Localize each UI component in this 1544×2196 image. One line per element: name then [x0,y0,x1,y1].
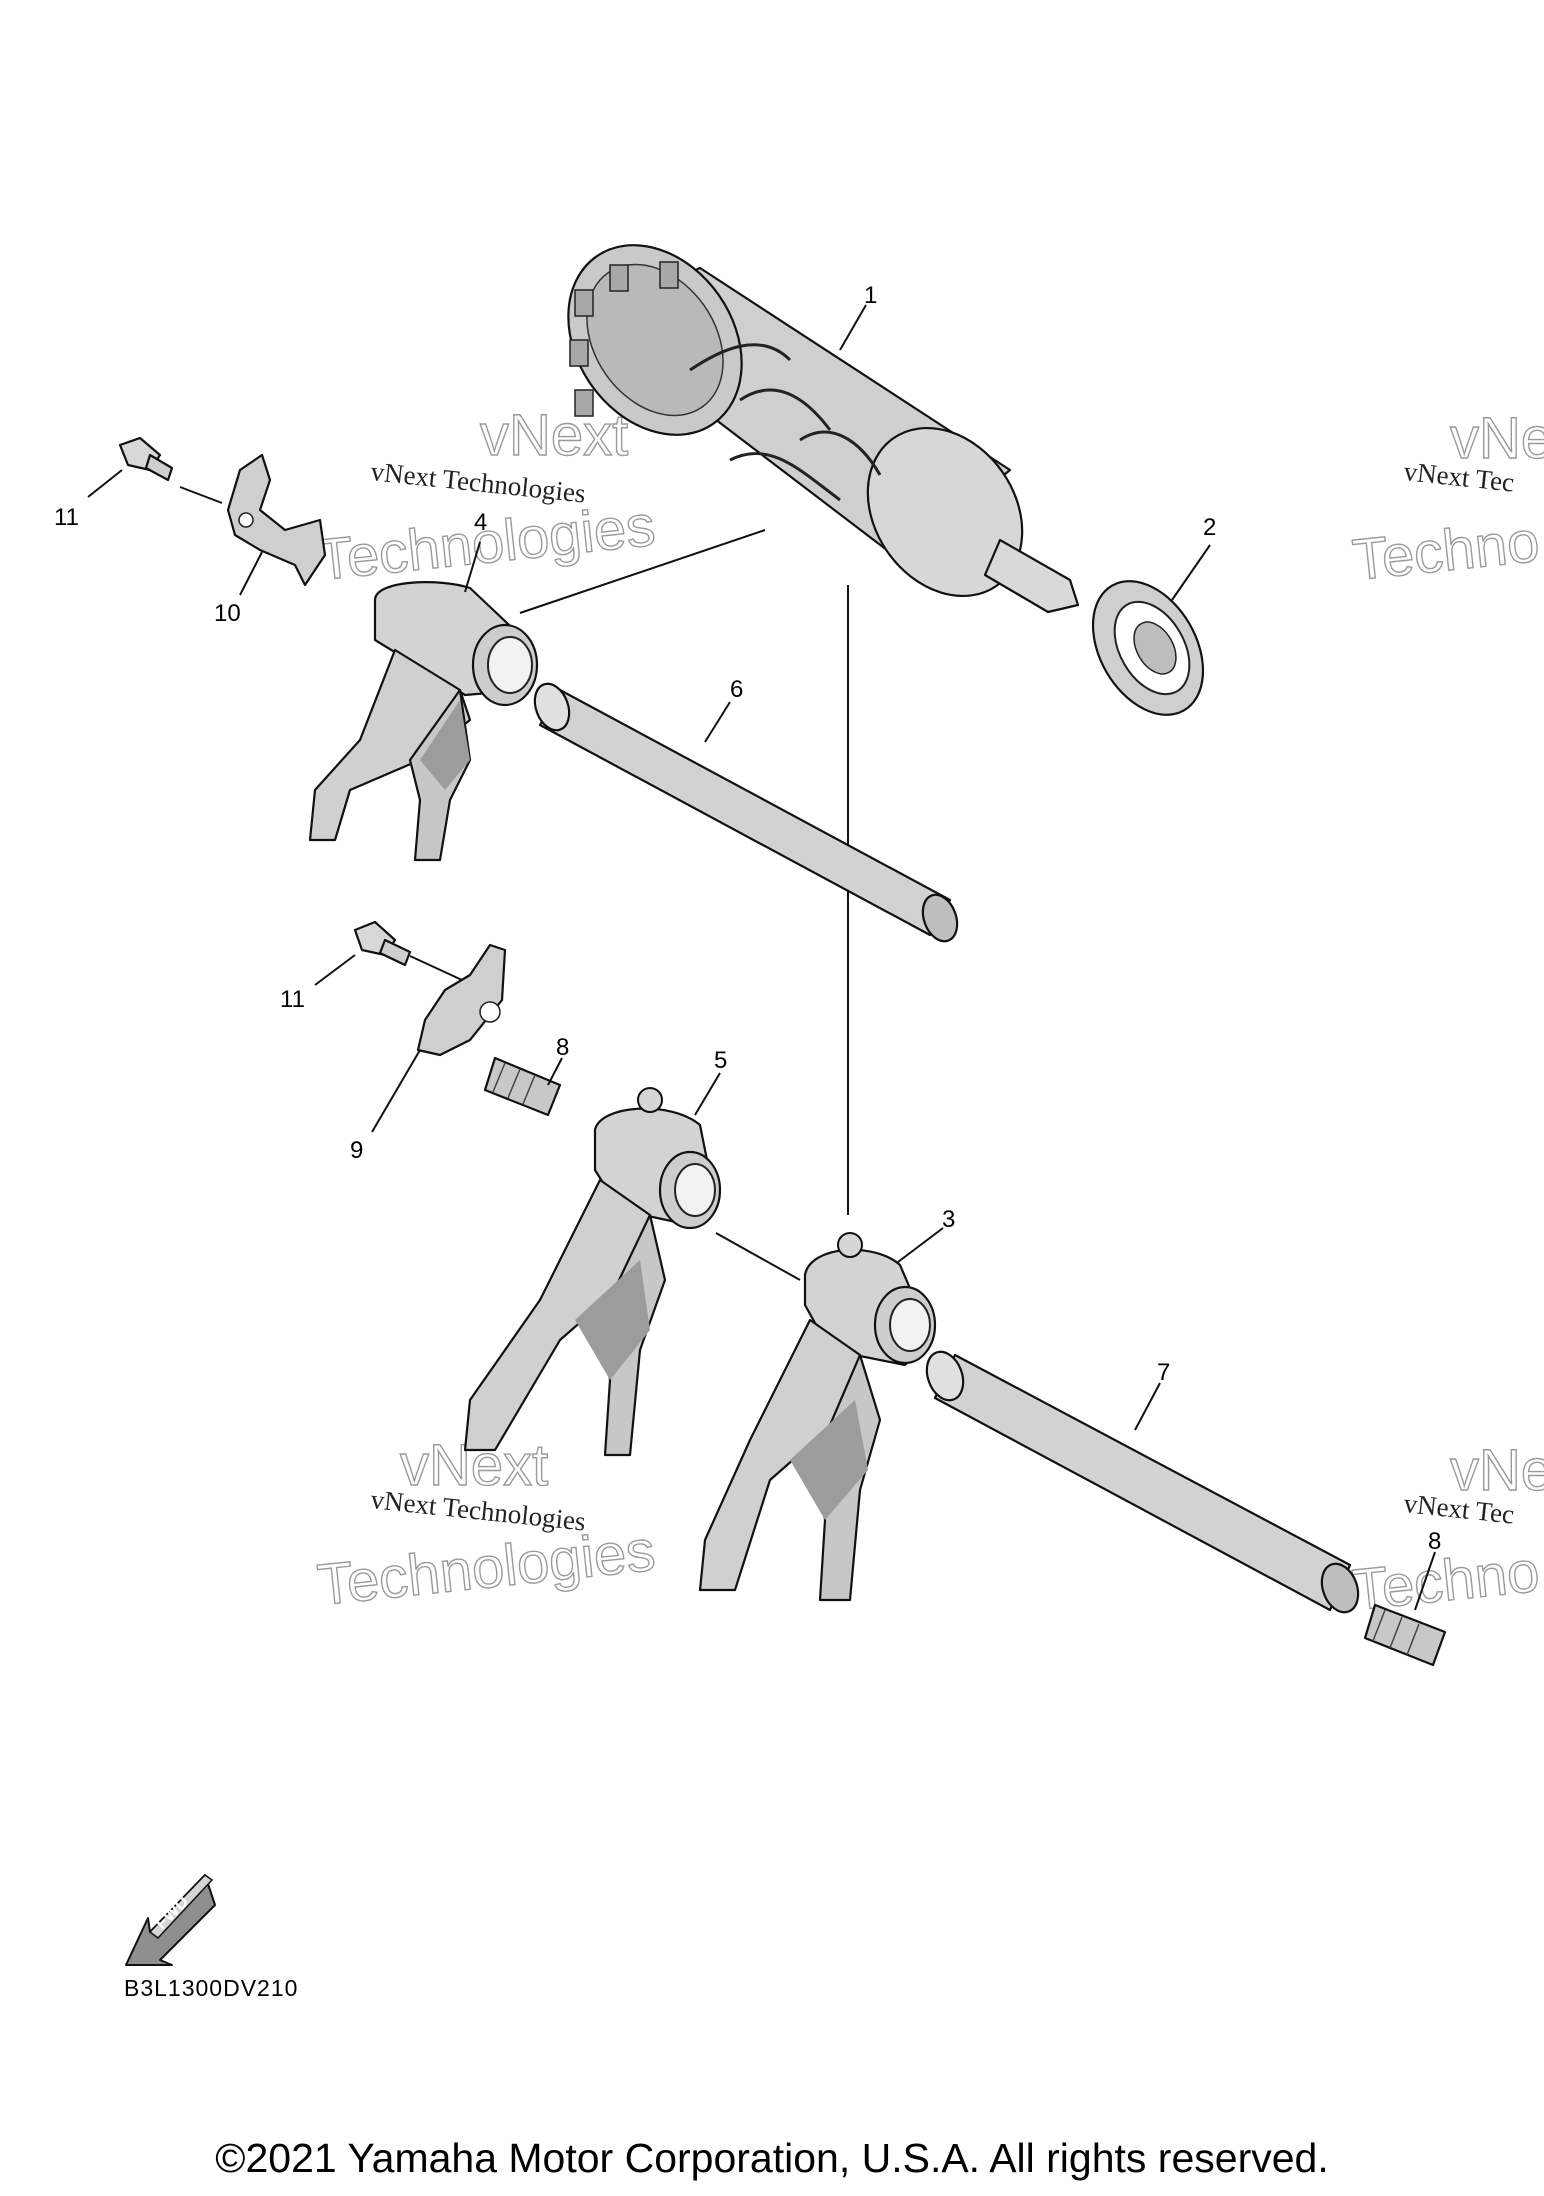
callout-4: 4 [474,509,487,536]
callout-11a: 11 [54,504,79,531]
guide-line-11a [179,486,223,504]
leader-11a [87,469,123,498]
leader-5 [694,1072,721,1116]
callout-6: 6 [730,676,743,703]
guide-line-11b [409,955,463,981]
shift-fork-middle [463,1087,722,1457]
pin-lower [1363,1603,1447,1667]
watermark-bottom: Technologies [315,493,659,593]
shift-fork-shaft-upper [533,682,959,943]
callout-7: 7 [1157,1359,1170,1386]
copyright-notice: ©2021 Yamaha Motor Corporation, U.S.A. A… [215,2135,1329,2181]
watermark-top-right: vNe [1450,406,1544,471]
callout-2: 2 [1203,514,1216,541]
leader-2 [1171,544,1211,601]
shift-fork-shaft-lower [925,1350,1360,1614]
guide-line-5 [715,1232,801,1281]
leader-7 [1134,1382,1161,1431]
stopper-plate-lower [416,943,507,1057]
watermark-top: vNext [480,403,628,468]
pin-upper [483,1056,562,1117]
callout-10: 10 [214,600,241,627]
screw-upper [118,436,174,482]
watermark-top-right-2: vNe [1450,1438,1544,1503]
stopper-plate-upper [226,453,327,587]
callout-9: 9 [350,1137,363,1164]
leader-8b [1414,1551,1436,1611]
leader-6 [704,701,731,743]
drum-teeth [569,261,679,417]
callout-11b: 11 [280,986,305,1013]
leader-9 [371,1049,421,1133]
watermark-bottom-2: Technologies [315,1518,659,1618]
leader-3 [897,1227,944,1263]
leader-1 [839,304,867,351]
cam-grooves [689,343,882,502]
leader-lines [87,304,1436,1611]
shift-fork-lower [698,1232,937,1602]
leader-8a [547,1057,563,1086]
bearing [1091,580,1205,716]
leader-11b [314,954,356,986]
diagram-code: B3L1300DV210 [124,1975,299,2001]
callouts: 1 2 3 4 5 6 7 8 8 9 10 11 11 [54,282,1441,1555]
callout-8a: 8 [556,1034,569,1061]
leader-4 [464,541,481,593]
guide-lines [179,486,849,1281]
watermark-bottom-right: Techno [1350,509,1543,593]
shift-drum [567,244,1080,614]
guide-line-4 [519,529,766,614]
shift-fork-upper [308,581,539,862]
leader-10 [239,551,263,596]
screw-lower [353,920,412,967]
callout-3: 3 [942,1206,955,1233]
callout-1: 1 [864,282,877,309]
fwd-arrow-icon: FWD [125,1874,216,1966]
callout-8b: 8 [1428,1528,1441,1555]
callout-5: 5 [714,1047,727,1074]
